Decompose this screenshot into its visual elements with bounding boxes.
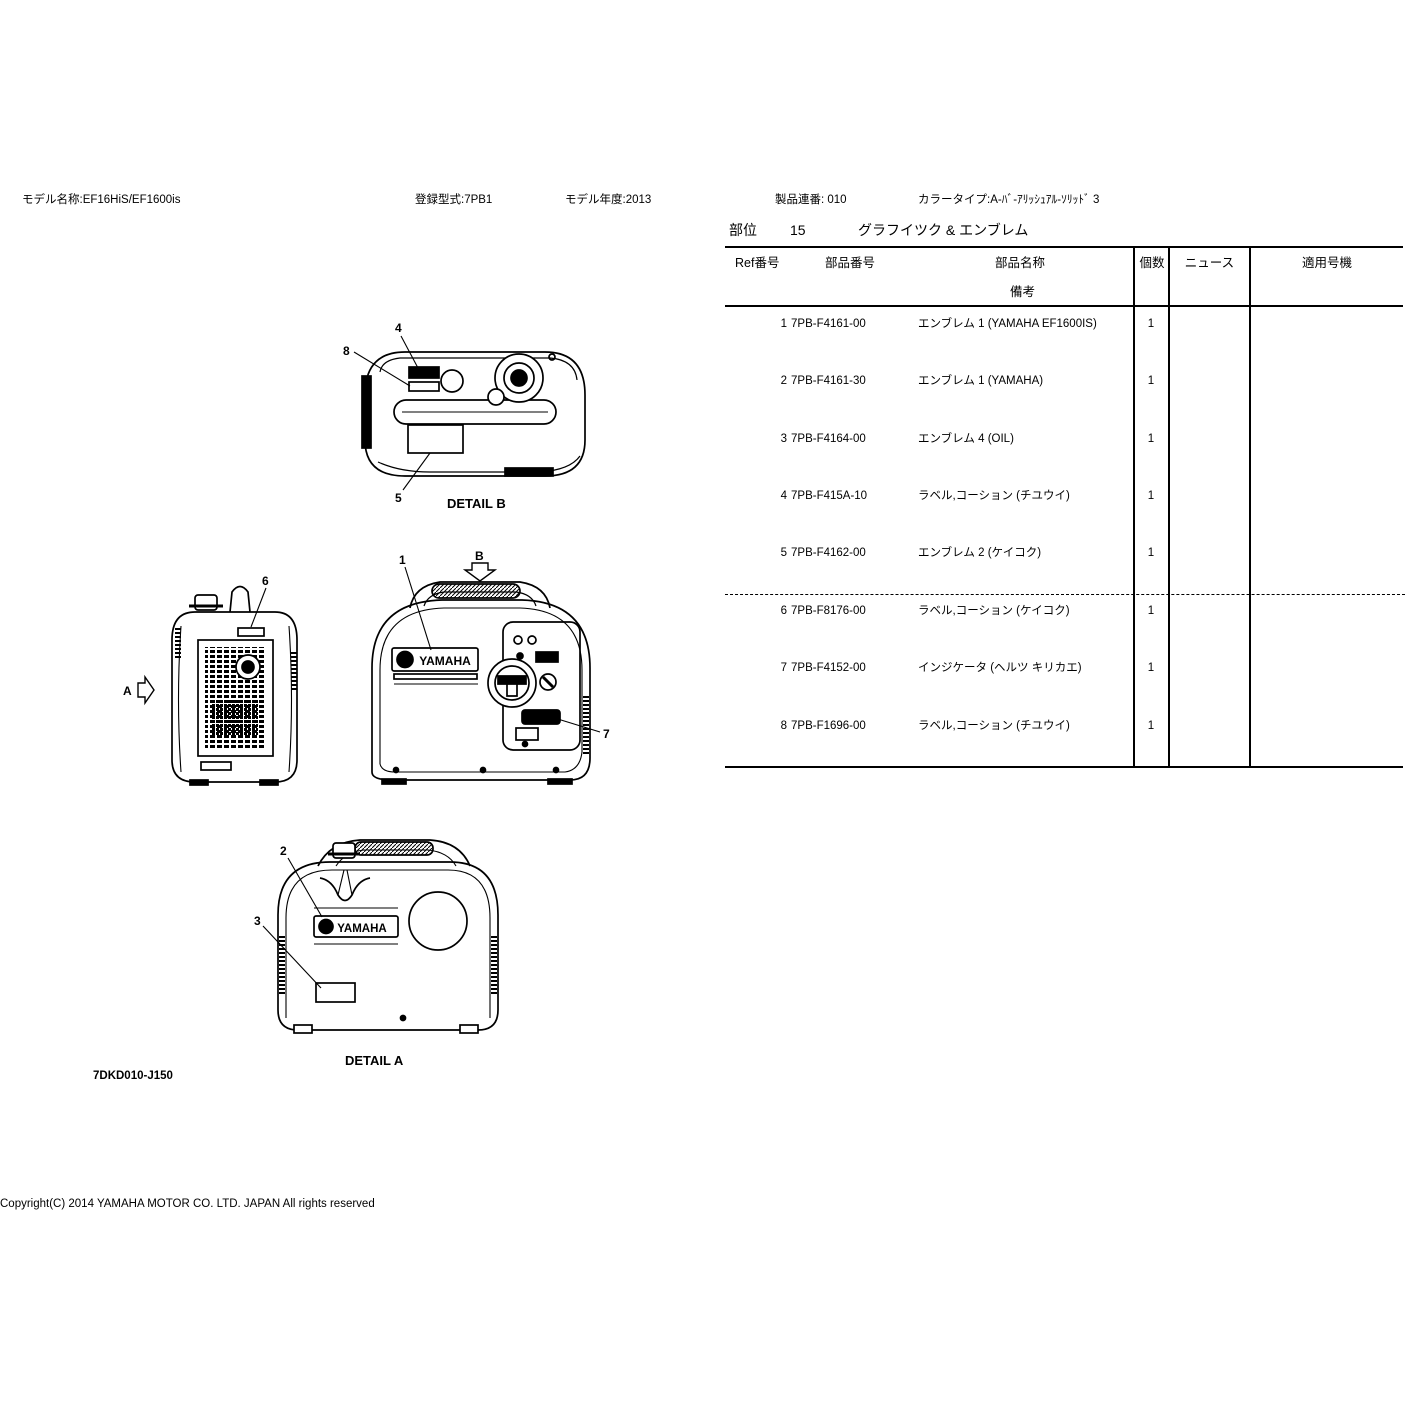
detail-b-top-view bbox=[361, 351, 586, 477]
arrow-b bbox=[462, 562, 498, 582]
detail-a-logo: YAMAHA bbox=[337, 923, 386, 935]
arrow-a bbox=[137, 674, 155, 706]
callout-5: 5 bbox=[395, 491, 402, 505]
table-group-separator bbox=[725, 594, 1405, 595]
part-number: 7PB-F4161-00 bbox=[791, 318, 866, 330]
callout-3: 3 bbox=[254, 914, 261, 928]
table-header-border bbox=[725, 305, 1403, 307]
column-divider bbox=[1249, 247, 1251, 767]
ref-number: 6 bbox=[780, 605, 787, 617]
detail-a-title: DETAIL A bbox=[345, 1053, 404, 1068]
table-row: 7 7PB-F4152-00 インジケータ (ヘルツ キリカエ) 1 bbox=[725, 660, 1403, 676]
ref-number: 7 bbox=[780, 662, 787, 674]
quantity: 1 bbox=[1147, 547, 1155, 559]
serial-number: 製品連番: 010 bbox=[775, 194, 847, 206]
part-name: ラベル,コーション (チユウイ) bbox=[918, 720, 1070, 732]
table-top-border bbox=[725, 246, 1403, 248]
quantity: 1 bbox=[1147, 490, 1155, 502]
quantity: 1 bbox=[1147, 433, 1155, 445]
copyright: Copyright(C) 2014 YAMAHA MOTOR CO. LTD. … bbox=[0, 1198, 375, 1210]
col-header-news: ニュース bbox=[1184, 256, 1235, 270]
callout-1: 1 bbox=[399, 553, 406, 567]
detail-b-callouts bbox=[353, 335, 431, 491]
quantity: 1 bbox=[1147, 605, 1155, 617]
table-bottom-border bbox=[725, 766, 1403, 768]
part-number: 7PB-F4164-00 bbox=[791, 433, 866, 445]
callout-7-leader bbox=[547, 715, 601, 733]
callout-2: 2 bbox=[280, 844, 287, 858]
quantity: 1 bbox=[1147, 318, 1155, 330]
callout-4: 4 bbox=[395, 321, 402, 335]
callout-6: 6 bbox=[262, 574, 269, 588]
table-row: 8 7PB-F1696-00 ラベル,コーション (チユウイ) 1 bbox=[725, 718, 1403, 734]
section-label: 部位 bbox=[729, 222, 757, 238]
callout-8: 8 bbox=[343, 344, 350, 358]
part-name: エンブレム 2 (ケイコク) bbox=[918, 547, 1042, 559]
col-header-applicable: 適用号機 bbox=[1301, 256, 1352, 270]
quantity: 1 bbox=[1147, 375, 1155, 387]
front-view bbox=[371, 581, 591, 785]
col-header-qty: 個数 bbox=[1139, 256, 1165, 270]
quantity: 1 bbox=[1147, 662, 1155, 674]
ref-number: 1 bbox=[780, 318, 787, 330]
ref-number: 4 bbox=[780, 490, 787, 502]
part-name: ラベル,コーション (チユウイ) bbox=[918, 490, 1070, 502]
col-header-part-no: 部品番号 bbox=[825, 256, 876, 270]
callout-3-leader bbox=[262, 925, 322, 989]
part-name: インジケータ (ヘルツ キリカエ) bbox=[918, 662, 1082, 674]
arrow-b-label: B bbox=[475, 549, 484, 563]
part-number: 7PB-F415A-10 bbox=[791, 490, 868, 502]
part-name: エンブレム 1 (YAMAHA) bbox=[918, 375, 1044, 387]
callout-2-leader bbox=[287, 857, 323, 918]
part-number: 7PB-F4152-00 bbox=[791, 662, 866, 674]
part-name: ラベル,コーション (ケイコク) bbox=[918, 605, 1070, 617]
table-row: 2 7PB-F4161-30 エンブレム 1 (YAMAHA) 1 bbox=[725, 373, 1403, 389]
side-view bbox=[171, 585, 298, 786]
part-name: エンブレム 4 (OIL) bbox=[918, 433, 1014, 445]
table-row: 3 7PB-F4164-00 エンブレム 4 (OIL) 1 bbox=[725, 431, 1403, 447]
drawing-code: 7DKD010-J150 bbox=[93, 1070, 173, 1082]
model-name: モデル名称:EF16HiS/EF1600is bbox=[22, 194, 181, 206]
ref-number: 8 bbox=[780, 720, 787, 732]
table-row: 1 7PB-F4161-00 エンブレム 1 (YAMAHA EF1600IS)… bbox=[725, 316, 1403, 332]
col-header-remarks: 備考 bbox=[1010, 285, 1036, 299]
registered-type: 登録型式:7PB1 bbox=[415, 194, 493, 206]
section-number: 15 bbox=[790, 222, 806, 238]
quantity: 1 bbox=[1147, 720, 1155, 732]
detail-a-rear-view bbox=[277, 839, 499, 1034]
part-number: 7PB-F8176-00 bbox=[791, 605, 866, 617]
model-year: モデル年度:2013 bbox=[565, 194, 652, 206]
column-divider bbox=[1133, 247, 1135, 767]
ref-number: 5 bbox=[780, 547, 787, 559]
table-row: 6 7PB-F8176-00 ラベル,コーション (ケイコク) 1 bbox=[725, 603, 1403, 619]
table-row: 4 7PB-F415A-10 ラベル,コーション (チユウイ) 1 bbox=[725, 488, 1403, 504]
front-view-logo: YAMAHA bbox=[419, 654, 471, 668]
col-header-part-name: 部品名称 bbox=[995, 256, 1046, 270]
ref-number: 2 bbox=[780, 375, 787, 387]
part-name: エンブレム 1 (YAMAHA EF1600IS) bbox=[918, 318, 1097, 330]
callout-7: 7 bbox=[603, 727, 610, 741]
column-divider bbox=[1168, 247, 1170, 767]
callout-6-leader bbox=[250, 587, 267, 628]
part-number: 7PB-F4161-30 bbox=[791, 375, 866, 387]
color-type: カラータイプ:A-ﾊﾞ-ｱﾘｯｼｭｱﾙ-ｿﾘｯﾄﾞ 3 bbox=[918, 194, 1100, 206]
detail-b-title: DETAIL B bbox=[447, 496, 506, 511]
parts-diagram: 4 8 5 DETAIL B 6 A bbox=[123, 321, 610, 1068]
callout-1-leader bbox=[404, 566, 432, 651]
table-row: 5 7PB-F4162-00 エンブレム 2 (ケイコク) 1 bbox=[725, 545, 1403, 561]
col-header-ref: Ref番号 bbox=[735, 256, 780, 270]
part-number: 7PB-F4162-00 bbox=[791, 547, 866, 559]
section-title: グラフイツク & エンブレム bbox=[858, 222, 1029, 238]
ref-number: 3 bbox=[780, 433, 787, 445]
part-number: 7PB-F1696-00 bbox=[791, 720, 866, 732]
arrow-a-label: A bbox=[123, 684, 132, 698]
